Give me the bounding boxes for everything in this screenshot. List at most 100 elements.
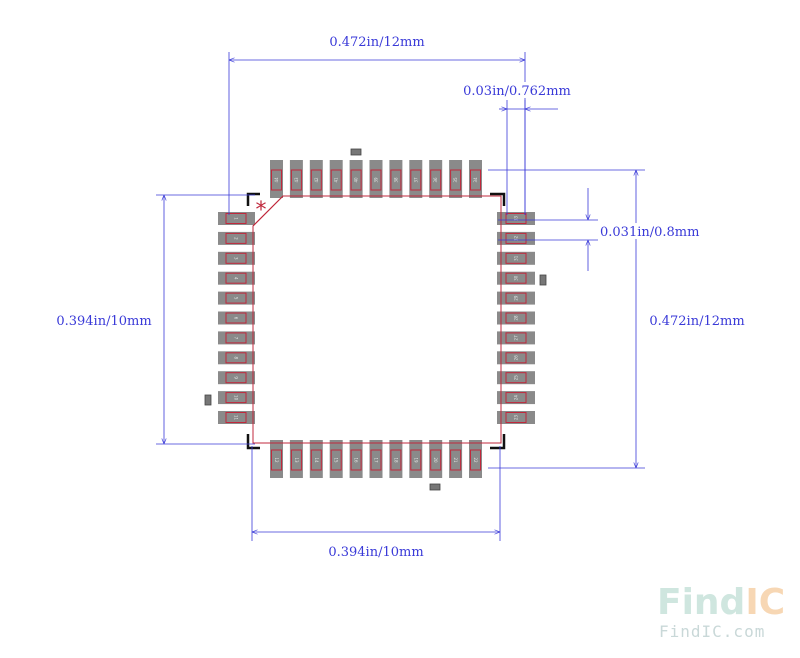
pad-number: 18 xyxy=(393,457,398,463)
dim-label-right-height: 0.472in/12mm xyxy=(649,314,744,329)
watermark-url: FindIC.com xyxy=(659,622,765,641)
pad-number: 8 xyxy=(234,357,239,360)
pad-number: 23 xyxy=(514,415,519,421)
pad-left-4: 4 xyxy=(218,271,255,285)
pad-number: 42 xyxy=(314,177,319,183)
pad-top-40: 40 xyxy=(349,160,363,198)
silkscreen-corners xyxy=(246,192,506,450)
pad-left-8: 8 xyxy=(218,351,255,365)
pad-number: 30 xyxy=(514,275,519,281)
pad-top-42: 42 xyxy=(309,160,323,198)
pad-number: 40 xyxy=(354,177,359,183)
pad-right-31: 31 xyxy=(497,251,535,265)
pad-bottom-13: 13 xyxy=(289,440,303,478)
pad-number: 10 xyxy=(234,395,239,401)
pad-number: 9 xyxy=(234,376,239,379)
pad-top-34: 34 xyxy=(469,160,482,198)
pad-top-43: 43 xyxy=(289,160,303,198)
pad-bottom-20: 20 xyxy=(429,440,443,478)
pad-top-36: 36 xyxy=(429,160,443,198)
dim-label-left-height: 0.394in/10mm xyxy=(56,314,151,329)
pad-number: 39 xyxy=(374,177,379,183)
pad-number: 5 xyxy=(234,297,239,300)
pad-right-25: 25 xyxy=(497,371,535,385)
fiducial-marks xyxy=(204,148,547,491)
pad-number: 1 xyxy=(234,217,239,220)
dim-label-top-width: 0.472in/12mm xyxy=(329,35,424,50)
pad-number: 31 xyxy=(514,255,519,261)
pad-right-29: 29 xyxy=(497,291,535,305)
pad-right-27: 27 xyxy=(497,331,535,345)
dimension-lines xyxy=(156,52,645,541)
pad-number: 27 xyxy=(514,335,519,341)
pad-number: 43 xyxy=(294,177,299,183)
dim-label-pad-width: 0.031in/0.8mm xyxy=(600,225,699,240)
pad-bottom-12: 12 xyxy=(270,440,283,478)
pad-right-23: 23 xyxy=(497,411,535,424)
pads-left-column: 1 2 3 4 5 6 7 8 9 10 11 xyxy=(218,212,255,424)
pad-number: 15 xyxy=(334,457,339,463)
pin1-marker: * xyxy=(256,198,267,223)
pad-number: 25 xyxy=(514,375,519,381)
pad-bottom-18: 18 xyxy=(389,440,403,478)
pad-number: 12 xyxy=(274,457,279,463)
pad-right-32: 32 xyxy=(497,231,535,245)
pad-number: 37 xyxy=(413,177,418,183)
pad-number: 41 xyxy=(334,177,339,183)
svg-text:FindIC: FindIC xyxy=(657,582,785,623)
pad-number: 11 xyxy=(234,415,239,421)
pad-bottom-22: 22 xyxy=(469,440,482,478)
pad-number: 13 xyxy=(294,457,299,463)
pad-top-39: 39 xyxy=(369,160,383,198)
pad-number: 22 xyxy=(473,457,478,463)
pad-top-35: 35 xyxy=(449,160,463,198)
pad-number: 29 xyxy=(514,295,519,301)
pad-number: 44 xyxy=(274,177,279,183)
pad-bottom-21: 21 xyxy=(449,440,463,478)
pad-number: 7 xyxy=(234,337,239,340)
pad-number: 4 xyxy=(234,277,239,280)
pad-number: 16 xyxy=(354,457,359,463)
pad-number: 14 xyxy=(314,457,319,463)
pad-right-33: 33 xyxy=(497,212,535,225)
pad-number: 36 xyxy=(433,177,438,183)
dim-label-bottom-width: 0.394in/10mm xyxy=(328,545,423,560)
pad-number: 6 xyxy=(234,317,239,320)
pad-number: 33 xyxy=(514,216,519,222)
pad-number: 2 xyxy=(234,237,239,240)
findic-watermark: FindIC FindIC.com xyxy=(657,582,785,641)
pad-top-44: 44 xyxy=(270,160,283,198)
package-body-outline xyxy=(252,195,502,444)
pad-number: 32 xyxy=(514,235,519,241)
pads-right-column: 23 24 25 26 27 28 29 30 31 32 33 xyxy=(497,212,535,424)
pad-left-5: 5 xyxy=(218,291,255,305)
pad-top-41: 41 xyxy=(329,160,343,198)
pad-left-1: 1 xyxy=(218,212,255,225)
pad-left-6: 6 xyxy=(218,311,255,325)
pad-left-3: 3 xyxy=(218,251,255,265)
pad-right-28: 28 xyxy=(497,311,535,325)
pad-bottom-15: 15 xyxy=(329,440,343,478)
pad-bottom-16: 16 xyxy=(349,440,363,478)
pad-number: 17 xyxy=(374,457,379,463)
pad-number: 3 xyxy=(234,257,239,260)
pad-right-30: 30 xyxy=(497,271,535,285)
pad-top-38: 38 xyxy=(389,160,403,198)
pad-left-2: 2 xyxy=(218,231,255,245)
pad-number: 21 xyxy=(453,457,458,463)
pad-left-11: 11 xyxy=(218,411,255,424)
pad-number: 28 xyxy=(514,315,519,321)
pad-left-7: 7 xyxy=(218,331,255,345)
watermark-logo-find: Find xyxy=(657,582,745,623)
pad-number: 26 xyxy=(514,355,519,361)
pad-bottom-14: 14 xyxy=(309,440,323,478)
pad-bottom-19: 19 xyxy=(409,440,423,478)
pad-number: 35 xyxy=(453,177,458,183)
pad-right-24: 24 xyxy=(497,391,535,405)
pad-number: 19 xyxy=(413,457,418,463)
pad-left-9: 9 xyxy=(218,371,255,385)
pad-left-10: 10 xyxy=(218,391,255,405)
pad-top-37: 37 xyxy=(409,160,423,198)
